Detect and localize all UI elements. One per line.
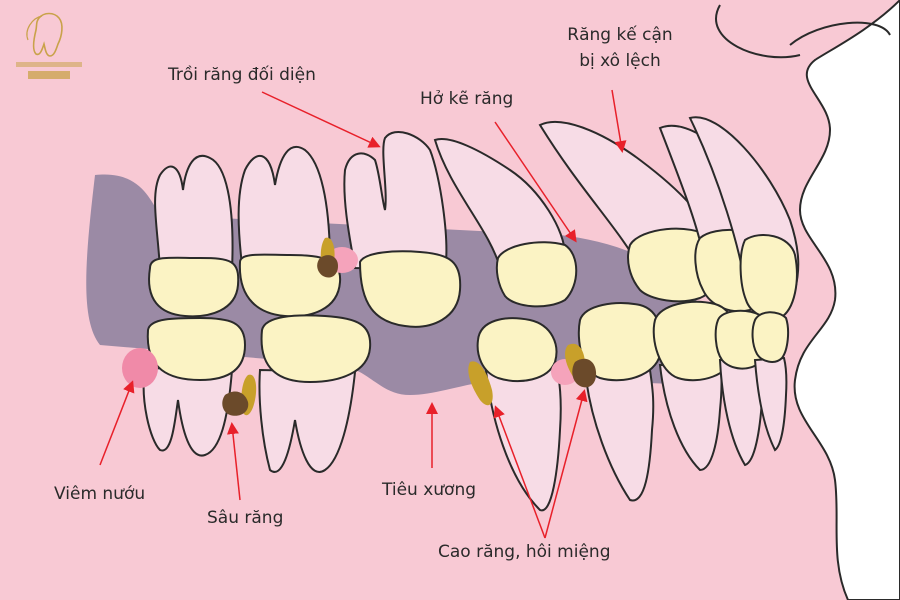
arrow-adjacent-tilt [611, 89, 627, 153]
arrow-cavity [226, 422, 241, 501]
clinic-logo [16, 12, 82, 79]
cavity-decay-2 [572, 358, 597, 388]
arrow-opposing-eruption [261, 91, 381, 148]
lower-tooth-4 [577, 302, 663, 502]
cavity-decay-1 [222, 391, 249, 416]
label-opposing-eruption: Trồi răng đối diện [168, 65, 316, 85]
upper-tooth-2 [237, 145, 342, 318]
arrow-gingivitis [99, 380, 135, 466]
lower-tooth-3 [476, 317, 562, 512]
label-tartar-bad-breath: Cao răng, hôi miệng [438, 542, 611, 562]
arrow-tartar-right [544, 389, 588, 539]
upper-tooth-4 [433, 138, 578, 308]
lower-tooth-2 [258, 314, 372, 473]
label-cavity: Sâu răng [207, 508, 284, 528]
label-bone-loss: Tiêu xương [382, 480, 477, 500]
tartar-deposit-1 [468, 361, 493, 406]
arrow-tartar-left [493, 405, 546, 539]
label-adjacent-tilt-line1: Răng kế cận [567, 25, 673, 45]
upper-tooth-1 [148, 155, 240, 318]
inflamed-gum-spot [122, 348, 158, 388]
upper-tooth-3 [343, 131, 462, 328]
upper-tooth-7 [688, 116, 800, 320]
cavity-decay-3 [317, 255, 338, 278]
lower-tooth-5 [652, 300, 738, 472]
cheek-profile [793, 0, 900, 600]
lower-tooth-1 [142, 316, 247, 457]
lower-tooth-7 [751, 311, 790, 452]
label-tooth-gap: Hở kẽ răng [420, 89, 514, 109]
label-adjacent-tilt-line2: bị xô lệch [579, 51, 661, 71]
arrow-tooth-gap [494, 121, 577, 243]
label-gingivitis: Viêm nướu [54, 484, 146, 504]
eye-curve [789, 21, 891, 46]
label-adjacent-tilt: Răng kế cận bị xô lệch [555, 22, 685, 74]
nostril-curve [715, 4, 801, 59]
